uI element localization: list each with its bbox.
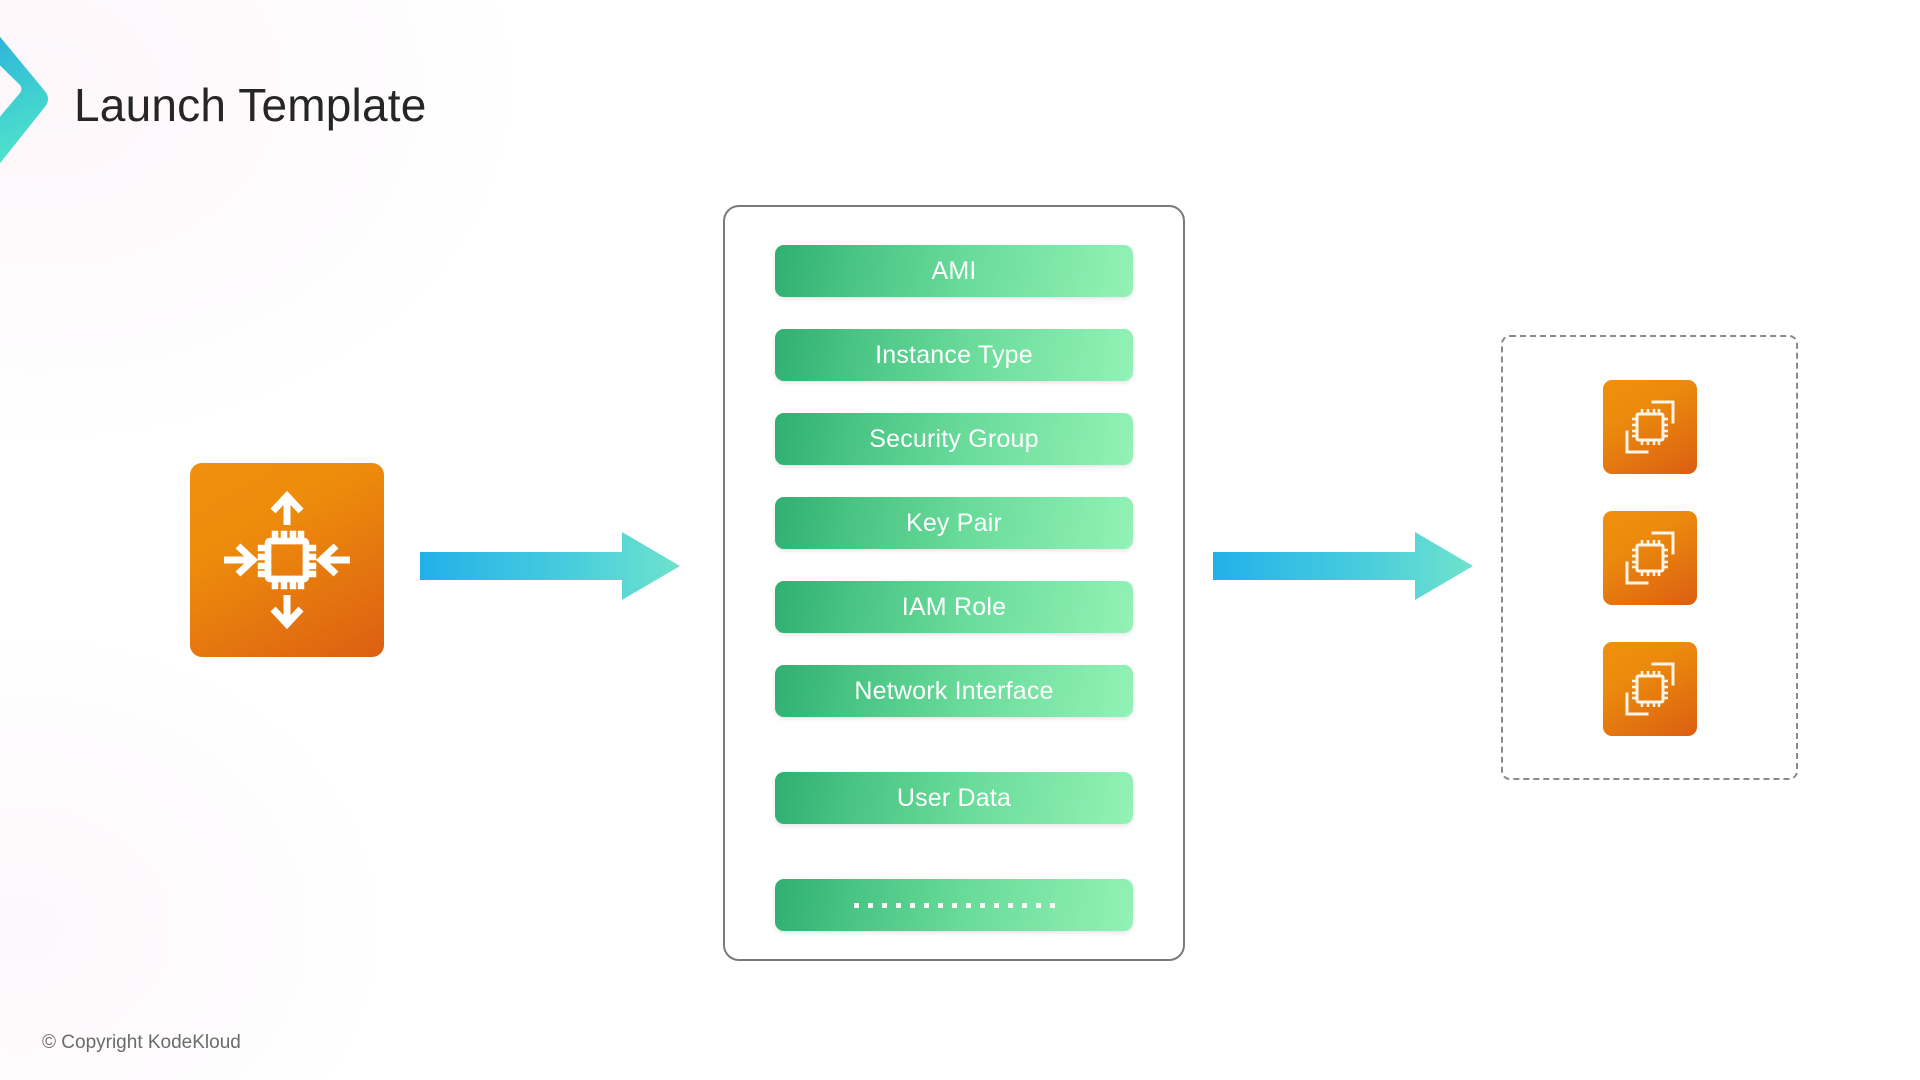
- item-label: Security Group: [869, 424, 1039, 453]
- launch-template-item-key-pair[interactable]: Key Pair: [775, 497, 1133, 549]
- item-label: Key Pair: [905, 508, 1003, 537]
- launch-template-item-security-group[interactable]: Security Group: [775, 413, 1133, 465]
- item-label: IAM Role: [901, 592, 1007, 621]
- ec2-instance-tile[interactable]: [1602, 510, 1697, 605]
- ec2-instance-icon: [1625, 400, 1674, 453]
- arrow-source-to-template: [420, 530, 682, 607]
- launched-instances-group: [1501, 335, 1798, 780]
- arrow-template-to-instances: [1213, 530, 1475, 607]
- ec2-instance-tile[interactable]: [1602, 641, 1697, 736]
- item-label: Instance Type: [875, 340, 1033, 369]
- ec2-instance-tile[interactable]: [1602, 379, 1697, 474]
- kodekloud-chevron-icon: [0, 22, 66, 174]
- item-label: User Data: [896, 783, 1012, 812]
- page-title: Launch Template: [74, 79, 427, 131]
- item-label: Network Interface: [854, 676, 1054, 705]
- launch-template-item-instance-type[interactable]: Instance Type: [775, 329, 1133, 381]
- ec2-auto-scaling-icon: [224, 490, 350, 630]
- launch-template-item-ami[interactable]: AMI: [775, 245, 1133, 297]
- footer-copyright: © Copyright KodeKloud: [42, 1032, 241, 1053]
- launch-template-card: AMI Instance Type Security Group Key Pai…: [723, 205, 1185, 961]
- ec2-instance-icon: [1625, 531, 1674, 584]
- launch-template-item-more[interactable]: [775, 879, 1133, 931]
- ec2-auto-scaling-tile: [190, 463, 384, 657]
- ellipsis-dots-icon: [853, 902, 1055, 908]
- launch-template-item-user-data[interactable]: User Data: [775, 772, 1133, 824]
- item-label: AMI: [931, 256, 977, 285]
- ec2-instance-icon: [1625, 662, 1674, 715]
- launch-template-item-iam-role[interactable]: IAM Role: [775, 581, 1133, 633]
- launch-template-item-network-interface[interactable]: Network Interface: [775, 665, 1133, 717]
